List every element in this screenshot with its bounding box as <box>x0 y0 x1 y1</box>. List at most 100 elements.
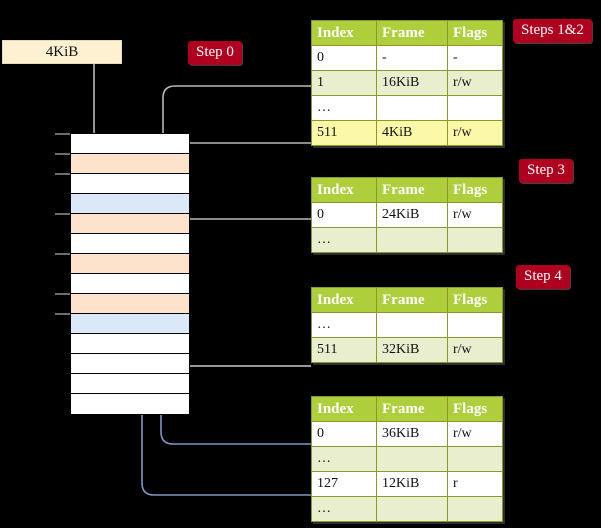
cell-flags <box>447 227 503 253</box>
cell-frame: 12KiB <box>376 471 448 497</box>
cell-frame: 24KiB <box>376 202 448 228</box>
cell-index: 0 <box>311 45 377 71</box>
cell-frame <box>376 446 448 472</box>
cell-frame: 32KiB <box>376 337 448 363</box>
badge-step-0: Step 0 <box>188 41 242 65</box>
cell-flags: r/w <box>447 337 503 363</box>
table-row: … <box>311 446 503 472</box>
badge-step-3-label: Step 3 <box>527 162 565 178</box>
cell-index: … <box>311 95 377 121</box>
column-header-frame: Frame <box>376 396 448 422</box>
cell-frame <box>376 312 448 338</box>
column-header-frame: Frame <box>376 287 448 313</box>
virtual-address-label: 4KiB <box>45 44 79 60</box>
memory-frame-row <box>71 334 189 354</box>
cell-index: … <box>311 227 377 253</box>
wire-pdpt-row0-to-mem <box>177 218 311 298</box>
cell-index: 127 <box>311 471 377 497</box>
cell-flags: r <box>447 471 503 497</box>
memory-frame-row <box>71 194 189 214</box>
badge-step-0-label: Step 0 <box>196 44 234 60</box>
badge-steps-1-2-label: Steps 1&2 <box>521 22 584 38</box>
cell-flags <box>447 446 503 472</box>
column-header-flags: Flags <box>447 20 503 46</box>
memory-frame-row <box>71 314 189 334</box>
memory-frame-row <box>71 234 189 254</box>
cell-index: 0 <box>311 202 377 228</box>
memory-tick-mark <box>55 213 70 215</box>
badge-step-4: Step 4 <box>516 265 570 289</box>
memory-frame-row <box>71 274 189 294</box>
cell-flags <box>447 95 503 121</box>
memory-frame-row <box>71 174 189 194</box>
cell-flags: r/w <box>447 421 503 447</box>
memory-tick-mark <box>55 253 70 255</box>
cell-flags <box>447 496 503 522</box>
column-header-index: Index <box>311 20 377 46</box>
cell-frame: 4KiB <box>376 120 448 146</box>
badge-steps-1-2: Steps 1&2 <box>513 19 592 43</box>
cell-index: 1 <box>311 70 377 96</box>
column-header-frame: Frame <box>376 177 448 203</box>
cell-frame <box>376 95 448 121</box>
memory-frame-row <box>71 214 189 234</box>
memory-tick-mark <box>55 313 70 315</box>
memory-frame-row <box>71 354 189 374</box>
cell-frame <box>376 496 448 522</box>
cell-index: … <box>311 312 377 338</box>
table-row: … <box>311 227 503 253</box>
table-row: … <box>311 496 503 522</box>
memory-frame-row <box>71 374 189 394</box>
memory-tick-mark <box>55 293 70 295</box>
memory-frame-row <box>71 254 189 274</box>
column-header-index: Index <box>311 287 377 313</box>
cell-frame: - <box>376 45 448 71</box>
cell-frame: 16KiB <box>376 70 448 96</box>
memory-frame-row <box>71 134 189 154</box>
cell-index: 0 <box>311 421 377 447</box>
cell-frame: 36KiB <box>376 421 448 447</box>
cell-flags: - <box>447 45 503 71</box>
cell-flags: r/w <box>447 70 503 96</box>
virtual-address-box: 4KiB <box>2 40 122 64</box>
column-header-flags: Flags <box>447 396 503 422</box>
cell-frame <box>376 227 448 253</box>
memory-tick-mark <box>55 173 70 175</box>
cell-index: 511 <box>311 337 377 363</box>
cell-index: 511 <box>311 120 377 146</box>
column-header-index: Index <box>311 177 377 203</box>
memory-frame-row <box>71 154 189 174</box>
column-header-flags: Flags <box>447 287 503 313</box>
wire-pml4-row511-to-mem <box>177 142 311 258</box>
cell-index: … <box>311 446 377 472</box>
badge-step-4-label: Step 4 <box>524 268 562 284</box>
column-header-index: Index <box>311 396 377 422</box>
cell-flags: r/w <box>447 120 503 146</box>
column-header-flags: Flags <box>447 177 503 203</box>
cell-flags: r/w <box>447 202 503 228</box>
memory-frame-row <box>71 294 189 314</box>
memory-tick-mark <box>55 153 70 155</box>
wire-pd-row511-to-mem <box>177 300 311 367</box>
cell-flags <box>447 312 503 338</box>
column-header-frame: Frame <box>376 20 448 46</box>
table-row: 0-- <box>311 45 503 71</box>
table-row: … <box>311 312 503 338</box>
badge-step-3: Step 3 <box>519 159 573 183</box>
memory-tick-mark <box>55 133 70 135</box>
